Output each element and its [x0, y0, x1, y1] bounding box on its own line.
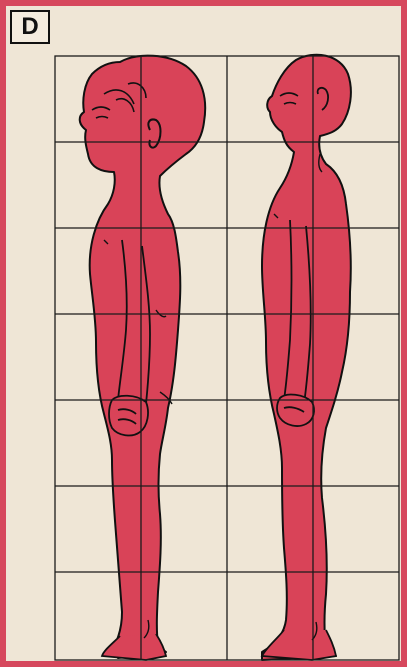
adult-silhouette: [262, 55, 351, 660]
adult-feet: [262, 630, 336, 660]
child-hand: [109, 396, 148, 436]
panel-label: D: [10, 10, 50, 44]
child-silhouette: [80, 56, 205, 658]
child-figure: [80, 56, 205, 660]
adult-hand: [277, 395, 314, 426]
child-feet: [102, 634, 166, 660]
adult-figure: [262, 55, 351, 660]
